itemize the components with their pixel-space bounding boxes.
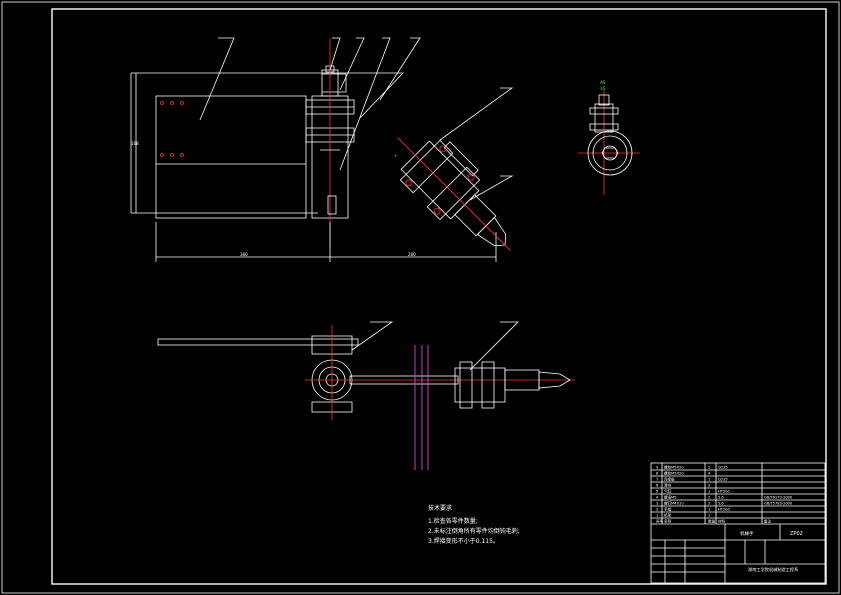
bom-cell: 7 (656, 478, 658, 482)
bom-header-cell: 材料 (718, 519, 726, 524)
bom-cell: 1 (708, 514, 710, 518)
bom-header-cell: 序号 (656, 519, 664, 524)
bom-cell: 1 (708, 490, 710, 494)
bom-header-cell: 名称 (664, 519, 672, 524)
bom-cell: 连接板 (664, 477, 675, 482)
title-block (650, 462, 826, 584)
bom-cell: 8 (656, 472, 659, 476)
bom-cell: 1 (656, 514, 658, 518)
bom-cell: 4 (708, 472, 711, 476)
bom-cell: 2 (708, 502, 710, 506)
technical-notes: 技术要求 1.检查各零件数量; 2.未标注倒角所有零件均倒钝毛刺; 3.焊接变形… (428, 504, 520, 545)
bom-cell: 滑块 (664, 483, 672, 488)
section-label-a: A6 (600, 80, 606, 85)
bom-cell: Q235 (718, 466, 728, 470)
bom-cell: 2 (708, 484, 710, 488)
front-view: 380 280 168 + (130, 37, 514, 262)
bom-cell: 螺栓M5X20 (664, 471, 684, 476)
top-view (157, 321, 575, 470)
bom-cell: 5.6 (718, 496, 724, 500)
bom-cell: 机架 (664, 513, 672, 518)
bom-cell: 2 (708, 466, 710, 470)
svg-text:+: + (394, 153, 397, 158)
bom-cell: HT200 (718, 490, 730, 494)
dim-text-2: 280 (408, 252, 416, 257)
bom-cell: 螺钉M4X10 (664, 501, 684, 506)
note-1: 1.检查各零件数量; (428, 517, 478, 525)
inner-border (51, 8, 827, 585)
bom-cell: 2 (708, 496, 710, 500)
school-name: 湖南工学院机械制造工程系 (748, 566, 798, 573)
part-name: 机械手 (740, 530, 754, 537)
drawing-number: ZP02 (790, 531, 803, 537)
bom-cell: 5.6 (718, 502, 724, 506)
note-2: 2.未标注倒角所有零件均倒钝毛刺; (428, 527, 520, 535)
bom-cell: HT200 (718, 508, 730, 512)
bom-cell: 手指 (664, 507, 672, 512)
bom-header-cell: 备注 (764, 519, 772, 524)
bom-cell: 螺母M5 (664, 495, 677, 500)
bom-cell: Q235 (718, 478, 728, 482)
bom-cell: 气缸 (664, 489, 672, 494)
dim-text-3: 168 (131, 141, 139, 146)
bom-cell: 1 (708, 478, 710, 482)
bom-cell: 螺栓M5X20 (664, 465, 684, 470)
bom-cell: GB/T6170-2000 (764, 496, 793, 500)
notes-title: 技术要求 (428, 504, 452, 512)
side-view: A6 16 (578, 80, 640, 195)
bom-header-cell: 数量 (708, 519, 716, 524)
bom-cell: 1 (708, 508, 710, 512)
bom-cell: 5 (656, 490, 658, 494)
bom-cell: 3 (656, 502, 658, 506)
bom-cell: 2 (656, 508, 658, 512)
note-3: 3.焊接变形不小于0.115。 (428, 537, 499, 545)
dim-text-1: 380 (240, 252, 248, 257)
bom-cell: GB/T5783-2000 (764, 502, 793, 506)
bom-cell: 9 (656, 466, 659, 470)
section-label-b: 16 (600, 86, 606, 91)
bom-cell: 6 (656, 484, 659, 488)
bom-cell: 4 (656, 496, 659, 500)
